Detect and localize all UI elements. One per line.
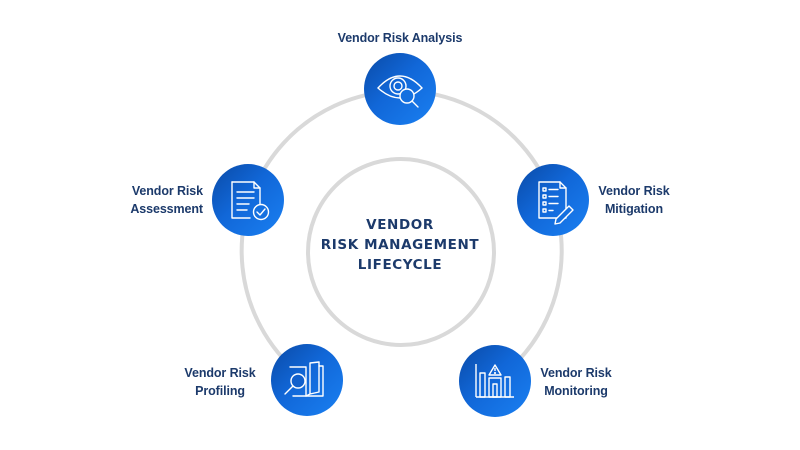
stage-label-line: Mitigation — [604, 202, 663, 216]
stage-label-line: Vendor Risk — [598, 184, 670, 198]
document-check-icon — [231, 181, 270, 221]
stage-label-line: Profiling — [195, 384, 245, 398]
stage-node-analysis — [364, 53, 436, 125]
stage-node-assessment — [212, 164, 284, 236]
stage-label-line: Monitoring — [544, 384, 608, 398]
checklist-pencil-icon — [538, 181, 574, 225]
stage-label-line: Assessment — [130, 202, 203, 216]
diagram-title: VENDOR RISK MANAGEMENT LIFECYCLE — [305, 215, 495, 275]
stage-label-line: Vendor Risk Analysis — [337, 31, 463, 45]
stage-label-analysis: Vendor Risk Analysis — [300, 29, 500, 47]
title-line-2: RISK MANAGEMENT — [320, 237, 480, 253]
stage-label-assessment: Vendor Risk Assessment — [123, 182, 203, 218]
title-line-3: LIFECYCLE — [357, 257, 443, 273]
stage-label-line: Vendor Risk — [540, 366, 612, 380]
stage-label-line: Vendor Risk — [184, 366, 256, 380]
stage-label-mitigation: Vendor Risk Mitigation — [594, 182, 674, 218]
stage-node-profiling — [271, 344, 343, 416]
eye-search-icon — [377, 75, 423, 108]
bar-chart-warning-icon — [475, 364, 514, 398]
book-magnifier-icon — [284, 361, 324, 397]
stage-label-profiling: Vendor Risk Profiling — [180, 364, 260, 400]
stage-node-monitoring — [459, 345, 531, 417]
title-line-1: VENDOR — [366, 217, 434, 233]
stage-label-monitoring: Vendor Risk Monitoring — [536, 364, 616, 400]
stage-node-mitigation — [517, 164, 589, 236]
inner-circle — [306, 157, 496, 347]
stage-label-line: Vendor Risk — [131, 184, 203, 198]
